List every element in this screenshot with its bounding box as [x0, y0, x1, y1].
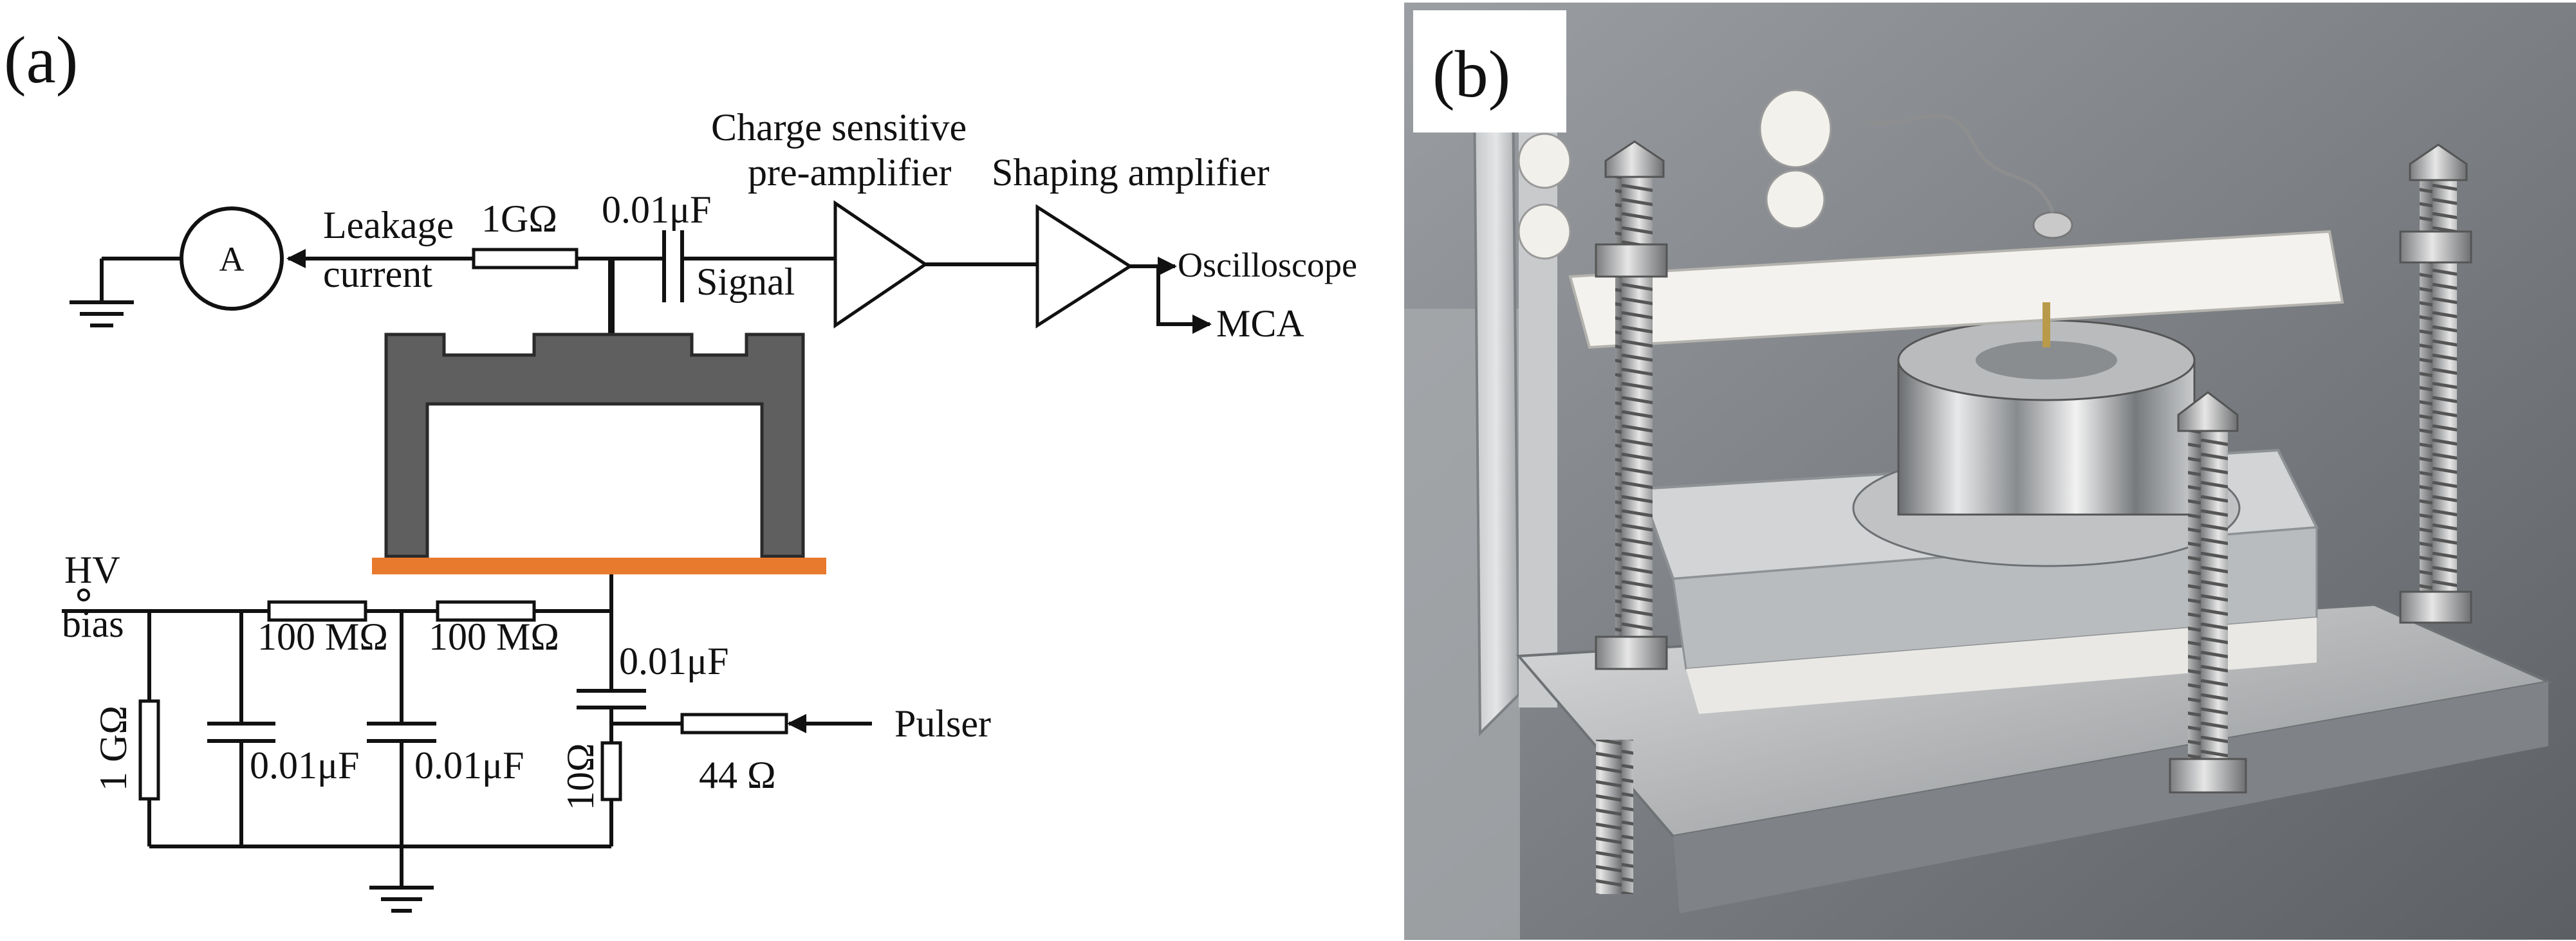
capacitor-left-label: 0.01μF [250, 744, 360, 787]
leakage-label: Leakage [323, 204, 454, 246]
ground-symbol-top [69, 259, 134, 327]
panel-b-photo: (b) [1404, 3, 2576, 940]
shaping-amp-triangle [1035, 204, 1133, 329]
current-label: current [323, 253, 432, 295]
resistor-10-label: 10Ω [559, 743, 602, 810]
resistor-100m-2 [436, 600, 536, 622]
resistor-44-label: 44 Ω [699, 754, 776, 796]
resistor-1g-vertical-label: 1 GΩ [92, 706, 134, 791]
hv-terminal [77, 589, 90, 601]
ammeter: A [180, 206, 284, 311]
resistor-100m-1 [267, 600, 367, 622]
screw-front [2188, 412, 2228, 785]
hv-label: HV [64, 549, 120, 591]
oscilloscope-label: Oscilloscope [1178, 246, 1357, 284]
panel-b-label: (b) [1432, 37, 1510, 111]
capacitor-pulser-label: 0.01μF [619, 640, 729, 682]
shaping-amp-label: Shaping amplifier [992, 151, 1270, 194]
panel-b-label-box [1413, 10, 1566, 132]
screw-right [2420, 161, 2457, 611]
panel-a: (a) A Leakage current 1GΩ 0.01μF [4, 23, 1357, 913]
pulser-label: Pulser [894, 702, 991, 745]
electrode-bar [372, 558, 826, 574]
capacitor-top-label: 0.01μF [602, 188, 712, 231]
ground-symbol-bottom [369, 886, 434, 913]
capacitor-top [662, 230, 684, 302]
preamp-label-1: Charge sensitive [711, 106, 967, 149]
mca-arrow [1156, 266, 1212, 334]
resistor-100m-2-label: 100 MΩ [429, 616, 559, 658]
ptfe-bar [1568, 230, 2344, 349]
detector-housing [384, 333, 805, 558]
resistor-1g-label: 1GΩ [481, 197, 557, 240]
resistor-10 [600, 741, 622, 801]
capacitor-mid-label: 0.01μF [414, 744, 524, 787]
resistor-1g [472, 248, 579, 270]
resistor-44 [680, 713, 788, 735]
preamp-triangle [833, 200, 929, 329]
preamp-label-2: pre-amplifier [748, 151, 952, 194]
screw-left [1615, 154, 1653, 669]
ammeter-label: A [219, 240, 245, 279]
resistor-1g-vertical [138, 699, 160, 801]
panel-a-label: (a) [4, 23, 78, 97]
signal-label: Signal [696, 260, 795, 303]
mca-label: MCA [1216, 302, 1304, 345]
bias-label: bias [62, 603, 124, 645]
resistor-100m-1-label: 100 MΩ [257, 616, 388, 658]
